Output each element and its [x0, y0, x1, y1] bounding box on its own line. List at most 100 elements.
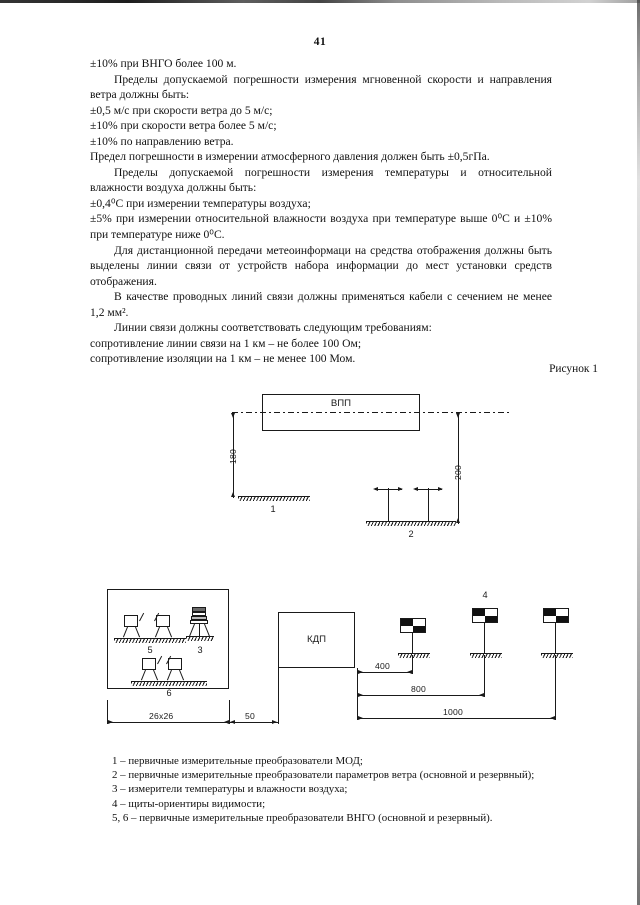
dim50-value: 50: [245, 711, 255, 721]
wind-mast-right-arrow-left: [413, 487, 418, 491]
body-text: ±10% при ВНГО более 100 м. Пределы допус…: [90, 56, 552, 367]
tag-item-2: 2: [408, 529, 414, 539]
dist1000-ext-right: [555, 655, 556, 720]
temp-humidity-band-4: [190, 620, 208, 624]
dist1000-line: [357, 718, 555, 719]
tag-item-5: 5: [147, 645, 153, 655]
cloud-sensor-reserve: [136, 655, 204, 689]
paragraph-3: ±0,5 м/с при скорости ветра до 5 м/с;: [90, 103, 273, 117]
temp-humidity-band-1: [192, 607, 206, 612]
dim50-ext-right: [278, 668, 279, 724]
wind-mast-left-crossarm: [375, 489, 402, 490]
cloud-sensor-reserve-leg-right-a: [166, 669, 172, 681]
dim180-arrow-top: [231, 413, 235, 418]
dim180-arrow-bottom: [231, 492, 235, 497]
visibility-marker-pad-3: [541, 653, 573, 658]
cloud-sensor-reserve-leg-left-b: [153, 669, 159, 681]
flag-cell-3: [401, 625, 413, 632]
visibility-marker-pad-2: [470, 653, 502, 658]
dist400-line: [357, 672, 412, 673]
visibility-marker-flag-3: [543, 608, 569, 623]
tag-item-6: 6: [166, 688, 172, 698]
cloud-sensor-primary-pad: [114, 638, 186, 643]
dim200-extension-line: [458, 412, 459, 524]
dim180-extension-line: [233, 412, 234, 498]
figure-legend: 1 – первичные измерительные преобразоват…: [112, 754, 562, 825]
dist400-arrow-left: [358, 670, 363, 674]
paragraph-4: ±10% при скорости ветра более 5 м/с;: [90, 119, 277, 133]
runway-centreline: [232, 412, 510, 413]
temp-humidity-sensor: [186, 607, 212, 638]
dist800-line: [357, 695, 484, 696]
paragraph-10: Для дистанционной передачи метеоинформац…: [90, 243, 552, 288]
dist400-arrow-right: [407, 670, 412, 674]
dim50-arrow-left: [230, 720, 235, 724]
dim26-ext-right: [229, 700, 230, 724]
paragraph-14: сопротивление изоляции на 1 км – не мене…: [90, 352, 356, 366]
visibility-marker-flag-1: [400, 618, 426, 633]
dim26-arrow-left: [108, 720, 113, 724]
dim200-arrow-bottom: [456, 518, 460, 523]
legend-item-1: 1 – первичные измерительные преобразоват…: [112, 755, 363, 767]
dist800-arrow-right: [479, 693, 484, 697]
dim50-arrow-right: [272, 720, 277, 724]
dist400-ext-right: [412, 655, 413, 674]
paragraph-7: Пределы допускаемой погрешности измерени…: [90, 165, 552, 195]
cloud-sensor-primary-antenna-left: [139, 612, 145, 622]
scan-edge-right: [637, 0, 640, 905]
dist800-ext-right: [484, 655, 485, 697]
cloud-sensor-primary-head-left: [124, 615, 138, 627]
dist400-value: 400: [375, 661, 390, 671]
cloud-sensor-reserve-pad: [131, 681, 207, 686]
visibility-marker-pole-1: [412, 633, 413, 655]
wind-mast-right-crossarm: [415, 489, 442, 490]
tag-item-3: 3: [197, 645, 203, 655]
wind-mast-left-arrow-left: [373, 487, 378, 491]
flag3-cell-1: [544, 609, 556, 616]
dist800-arrow-left: [358, 693, 363, 697]
cloud-sensor-reserve-antenna-left: [157, 655, 163, 665]
temp-humidity-leg-left: [189, 623, 195, 637]
flag-cell-1: [401, 619, 413, 626]
wind-sensor-pad: [366, 521, 456, 526]
dim50-line: [229, 722, 278, 723]
dim26-value: 26x26: [149, 711, 174, 721]
flag2-cell-4: [485, 615, 497, 622]
paragraph-13: сопротивление линии связи на 1 км – не б…: [90, 336, 362, 350]
temp-humidity-leg-right: [204, 623, 210, 637]
control-tower-label: КДП: [307, 634, 326, 645]
runway-label: ВПП: [330, 398, 352, 409]
visibility-marker-pole-3: [555, 623, 556, 655]
cloud-sensor-reserve-leg-right-b: [179, 669, 185, 681]
dim26-arrow-right: [224, 720, 229, 724]
cloud-sensor-reserve-head-left: [142, 658, 156, 670]
dist1000-arrow-left: [358, 716, 363, 720]
mod-sensor-pad: [238, 496, 310, 501]
cloud-sensor-primary-leg-right-b: [167, 626, 173, 638]
cloud-sensor-primary-leg-left-a: [122, 626, 128, 638]
dist800-value: 800: [411, 684, 426, 694]
paragraph-1: ±10% при ВНГО более 100 м.: [90, 57, 237, 70]
cloud-sensor-reserve-head-right: [168, 658, 182, 670]
paragraph-11: В качестве проводных линий связи должны …: [90, 290, 552, 319]
paragraph-2: Пределы допускаемой погрешности измерени…: [90, 72, 552, 102]
wind-mast-right-pole: [428, 488, 429, 521]
dist-baseline-ext: [357, 668, 358, 720]
cloud-sensor-reserve-leg-left-a: [140, 669, 146, 681]
visibility-marker-flag-2: [472, 608, 498, 623]
page-number: 41: [313, 36, 327, 48]
tag-item-4: 4: [482, 590, 488, 600]
control-tower-box: [278, 612, 355, 668]
dist1000-value: 1000: [443, 707, 463, 717]
flag2-cell-2: [485, 609, 497, 616]
paragraph-12: Линии связи должны соответствовать следу…: [114, 321, 432, 335]
flag2-cell-3: [473, 615, 485, 622]
paragraph-6: Предел погрешности в измерении атмосферн…: [90, 150, 490, 164]
flag2-cell-1: [473, 609, 485, 616]
figure-caption: Рисунок 1: [549, 363, 598, 375]
temp-humidity-band-2: [192, 612, 206, 616]
cloud-sensor-primary-leg-left-b: [135, 626, 141, 638]
dim180-value: 180: [228, 449, 238, 464]
